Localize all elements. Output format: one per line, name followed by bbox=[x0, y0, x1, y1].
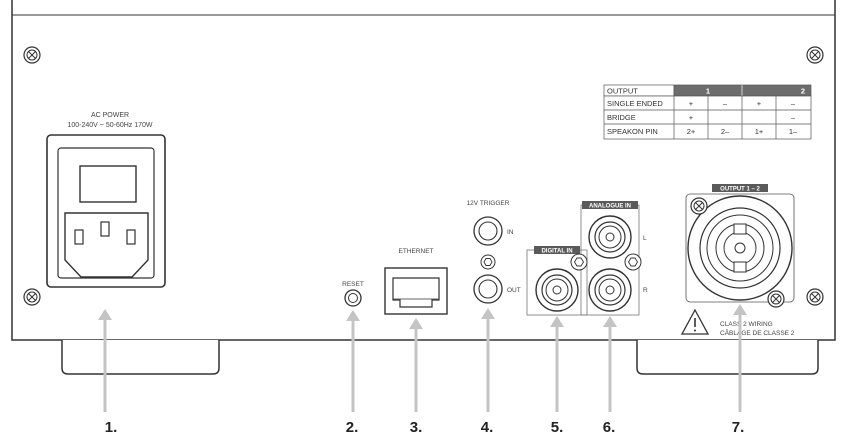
screw-icon bbox=[806, 46, 824, 64]
table-header-1: 1 bbox=[706, 87, 710, 96]
reset-label: RESET bbox=[342, 281, 364, 288]
callout-3: 3. bbox=[410, 419, 423, 436]
trigger-in-label: IN bbox=[507, 229, 514, 236]
screw-icon bbox=[23, 46, 41, 64]
callout-5: 5. bbox=[551, 419, 564, 436]
table-cell: 2– bbox=[721, 127, 730, 136]
ac-power-spec: 100-240V ~ 50-60Hz 170W bbox=[67, 122, 152, 129]
arrow-7 bbox=[733, 304, 747, 412]
callout-4: 4. bbox=[481, 419, 494, 436]
trigger-out-jack[interactable] bbox=[473, 274, 503, 304]
digital-in-jack[interactable] bbox=[535, 268, 579, 312]
analogue-in-title: ANALOGUE IN bbox=[589, 204, 631, 210]
arrow-4 bbox=[481, 308, 495, 412]
arrow-1 bbox=[98, 309, 112, 412]
table-row-label: SINGLE ENDED bbox=[607, 99, 663, 108]
ethernet-port[interactable] bbox=[384, 267, 448, 315]
arrow-3 bbox=[409, 318, 423, 412]
power-switch[interactable] bbox=[79, 165, 137, 203]
table-cell: 1– bbox=[789, 127, 798, 136]
arrow-6 bbox=[603, 316, 617, 412]
speakon-output-connector[interactable] bbox=[685, 193, 795, 303]
ethernet-label: ETHERNET bbox=[398, 248, 433, 255]
analogue-left-label: L bbox=[643, 235, 647, 242]
callout-7: 7. bbox=[732, 419, 745, 436]
warning-icon bbox=[680, 308, 710, 335]
foot-right bbox=[636, 340, 819, 375]
foot-left bbox=[61, 340, 220, 375]
table-cell: + bbox=[689, 99, 694, 108]
arrow-5 bbox=[550, 316, 564, 412]
callout-6: 6. bbox=[603, 419, 616, 436]
callout-2: 2. bbox=[346, 419, 359, 436]
trigger-in-jack[interactable] bbox=[473, 216, 503, 246]
trigger-title: 12V TRIGGER bbox=[467, 200, 510, 207]
ac-power-inlet[interactable] bbox=[46, 134, 166, 288]
screw-icon bbox=[767, 290, 785, 308]
table-cell: – bbox=[791, 113, 796, 122]
screw-icon bbox=[690, 197, 708, 215]
table-header-2: 2 bbox=[801, 87, 805, 96]
hex-nut-icon bbox=[624, 253, 642, 271]
hex-nut-icon bbox=[570, 253, 588, 271]
table-cell: – bbox=[791, 99, 796, 108]
ac-power-title: AC POWER bbox=[91, 112, 129, 119]
table-row-label: SPEAKON PIN bbox=[607, 127, 658, 136]
analogue-in-left-jack[interactable] bbox=[588, 215, 632, 259]
table-cell: – bbox=[723, 99, 728, 108]
screw-icon bbox=[23, 288, 41, 306]
table-cell: 2+ bbox=[687, 127, 696, 136]
output-table bbox=[603, 84, 812, 140]
digital-in-label: DIGITAL IN bbox=[541, 249, 572, 255]
warning-line-1: CLASS 2 WIRING bbox=[720, 321, 773, 328]
table-row-label: BRIDGE bbox=[607, 113, 636, 122]
arrow-2 bbox=[346, 310, 360, 412]
digital-in-box bbox=[526, 246, 588, 316]
callout-arrows bbox=[98, 304, 747, 412]
hex-nut-icon bbox=[480, 254, 496, 270]
reset-button[interactable] bbox=[344, 289, 362, 307]
callout-1: 1. bbox=[105, 419, 118, 436]
table-cell: 1+ bbox=[755, 127, 764, 136]
analogue-in-right-jack[interactable] bbox=[588, 268, 632, 312]
analogue-right-label: R bbox=[643, 287, 648, 294]
output-label-box bbox=[712, 184, 768, 192]
trigger-out-label: OUT bbox=[507, 287, 521, 294]
table-cell: + bbox=[757, 99, 762, 108]
panel-body bbox=[11, 0, 836, 341]
output-label: OUTPUT 1 – 2 bbox=[720, 187, 760, 193]
warning-line-2: CÂBLAGE DE CLASSE 2 bbox=[720, 328, 795, 337]
table-header-output: OUTPUT bbox=[607, 87, 638, 96]
table-cell: + bbox=[689, 113, 694, 122]
screw-icon bbox=[806, 288, 824, 306]
